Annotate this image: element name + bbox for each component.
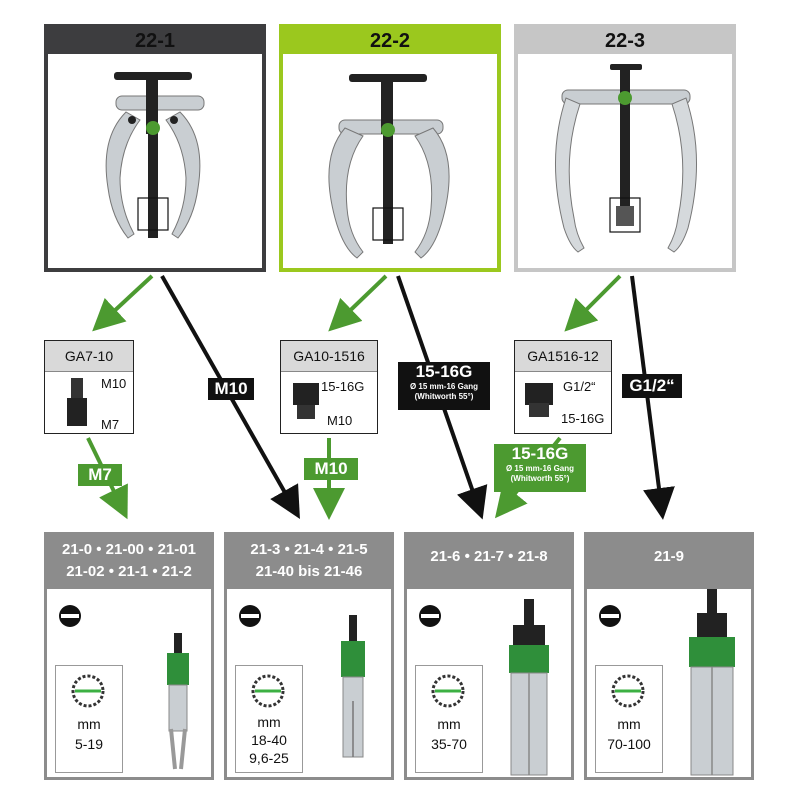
size-range: 18-40 bbox=[251, 732, 287, 748]
adapter-label: GA10-1516 bbox=[281, 341, 377, 372]
puller-label: 22-3 bbox=[518, 28, 732, 54]
internal-extractor-icon bbox=[341, 615, 365, 758]
size-unit: mm bbox=[437, 716, 461, 732]
extractor-line2: 21-40 bis 21-46 bbox=[255, 563, 363, 580]
ball-bearing-icon bbox=[71, 674, 105, 708]
slot-screwdriver-icon bbox=[419, 605, 441, 627]
adapter-bottom-thread: 15-16G bbox=[561, 411, 605, 426]
adapter-bottom-thread: M10 bbox=[327, 413, 353, 428]
slot-screwdriver-icon bbox=[599, 605, 621, 627]
thread-adapter-icon bbox=[525, 383, 553, 417]
extractor-line1: 21-3 • 21-4 • 21-5 bbox=[250, 541, 368, 558]
extractor-card-21-3: 21-3 • 21-4 • 21-5 21-40 bis 21-46 mm 18… bbox=[224, 532, 394, 780]
extractor-header: 21-9 bbox=[587, 535, 751, 589]
adapter-bottom-thread: M7 bbox=[101, 417, 120, 432]
puller-card-22-3: 22-3 bbox=[514, 24, 736, 272]
extractor-card-21-6: 21-6 • 21-7 • 21-8 mm 35-70 bbox=[404, 532, 574, 780]
two-arm-puller-icon bbox=[105, 72, 205, 239]
arrow-icon bbox=[328, 274, 388, 332]
extractor-line2: 21-02 • 21-1 • 21-2 bbox=[66, 563, 192, 580]
puller-label: 22-1 bbox=[48, 28, 262, 54]
size-unit: mm bbox=[257, 714, 281, 730]
extractor-header: 21-6 • 21-7 • 21-8 bbox=[407, 535, 571, 589]
puller-label: 22-2 bbox=[283, 28, 497, 54]
internal-extractor-icon bbox=[167, 633, 189, 770]
size-unit: mm bbox=[77, 716, 101, 732]
size-range-box: mm 70-100 bbox=[595, 665, 663, 773]
extractor-header: 21-0 • 21-00 • 21-01 21-02 • 21-1 • 21-2 bbox=[47, 535, 211, 589]
size-range: 35-70 bbox=[431, 736, 467, 752]
thread-label-m10: M10 bbox=[304, 458, 358, 480]
thread-adapter-icon bbox=[67, 378, 87, 426]
size-range-box: mm 35-70 bbox=[415, 665, 483, 773]
ball-bearing-icon bbox=[251, 674, 285, 708]
extractor-line1: 21-0 • 21-00 • 21-01 bbox=[62, 541, 196, 558]
size-range-box: mm 18-40 9,6-25 bbox=[235, 665, 303, 773]
puller-card-22-2: 22-2 bbox=[279, 24, 501, 272]
thread-label-15-16g: 15-16G Ø 15 mm-16 Gang (Whitworth 55°) bbox=[398, 362, 490, 410]
thread-label-m10: M10 bbox=[208, 378, 254, 400]
adapter-top-thread: M10 bbox=[101, 376, 127, 391]
size-unit: mm bbox=[617, 716, 641, 732]
ball-bearing-icon bbox=[611, 674, 645, 708]
adapter-card-ga7-10: GA7-10 M10 M7 bbox=[44, 340, 134, 434]
arrow-icon bbox=[92, 274, 154, 332]
internal-extractor-icon bbox=[509, 599, 549, 776]
size-range: 5-19 bbox=[74, 736, 104, 752]
thread-label-15-16g: 15-16G Ø 15 mm-16 Gang (Whitworth 55°) bbox=[494, 444, 586, 492]
two-arm-puller-icon bbox=[328, 74, 450, 259]
arrow-icon bbox=[564, 274, 622, 332]
thread-label-g1-2: G1/2“ bbox=[622, 374, 682, 398]
thread-adapter-icon bbox=[293, 383, 319, 419]
adapter-label: GA1516-12 bbox=[515, 341, 611, 372]
extractor-card-21-9: 21-9 mm 70-100 bbox=[584, 532, 754, 780]
extractor-line1: 21-6 • 21-7 • 21-8 bbox=[430, 548, 548, 565]
size-range-box: mm 5-19 bbox=[55, 665, 123, 773]
size-range: 70-100 bbox=[607, 736, 651, 752]
two-arm-puller-icon bbox=[555, 64, 697, 253]
puller-card-22-1: 22-1 bbox=[44, 24, 266, 272]
slot-screwdriver-icon bbox=[59, 605, 81, 627]
internal-extractor-icon bbox=[689, 589, 735, 776]
slot-screwdriver-icon bbox=[239, 605, 261, 627]
adapter-label: GA7-10 bbox=[45, 341, 133, 372]
extractor-card-21-0: 21-0 • 21-00 • 21-01 21-02 • 21-1 • 21-2… bbox=[44, 532, 214, 780]
size-range-secondary: 9,6-25 bbox=[249, 750, 289, 766]
thread-label-m7: M7 bbox=[78, 464, 122, 486]
adapter-top-thread: 15-16G bbox=[321, 379, 365, 394]
adapter-card-ga10-1516: GA10-1516 15-16G M10 bbox=[280, 340, 378, 434]
adapter-card-ga1516-12: GA1516-12 G1/2“ 15-16G bbox=[514, 340, 612, 434]
extractor-line1: 21-9 bbox=[653, 548, 685, 565]
ball-bearing-icon bbox=[431, 674, 465, 708]
extractor-header: 21-3 • 21-4 • 21-5 21-40 bis 21-46 bbox=[227, 535, 391, 589]
adapter-top-thread: G1/2“ bbox=[563, 379, 596, 394]
